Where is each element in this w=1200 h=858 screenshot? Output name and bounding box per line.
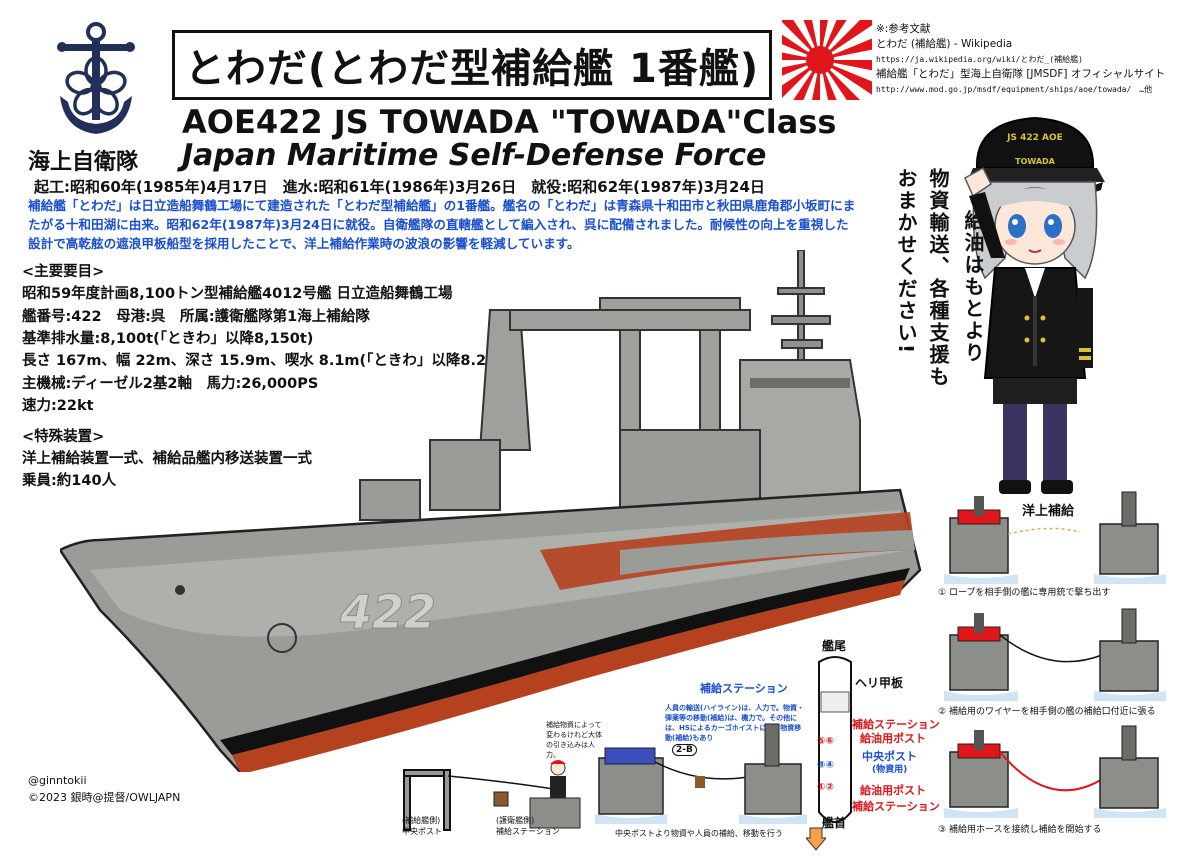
supply-note: 補給物資によって変わるけれど大体の引き込みは人力。	[546, 721, 602, 759]
flag-ray	[820, 20, 828, 60]
deck-layout-diagram	[818, 656, 852, 823]
rising-sun-flag-icon	[782, 20, 872, 100]
force-name-english: Japan Maritime Self-Defense Force	[182, 138, 767, 173]
special-line: 洋上補給装置一式、補給品艦内移送装置一式	[22, 451, 312, 467]
fuel-post-bottom-label: 給油用ポスト	[860, 784, 926, 797]
flag-ray	[820, 20, 872, 60]
references: ※:参考文献 とわだ (補給艦) - Wikipedia https://ja.…	[876, 22, 1165, 97]
ship-illustration: 422	[60, 250, 922, 772]
down-arrow-icon	[806, 827, 826, 851]
copyright: ©2023 銀時@提督/OWLJAPN	[28, 791, 181, 804]
side-by-side-replenishment-diagram	[595, 723, 807, 824]
replenishment-step-3-label: ③ 補給用ホースを接続し補給を開始する	[938, 825, 1102, 835]
supply-station-blue-label: 補給ステーション	[700, 682, 788, 695]
cap-ship-name: TOWADA	[1015, 157, 1056, 166]
spec-line: 長さ 167m、幅 22m、深さ 15.9m、喫水 8.1m(「ときわ」以降8.…	[22, 353, 508, 369]
speech-column-3: 給油はもとより	[961, 210, 985, 364]
replenishment-step-3-diagram	[944, 725, 1166, 818]
central-post-label: 中央ポスト	[862, 750, 917, 763]
credits: @ginntokii ©2023 銀時@提督/OWLJAPN	[28, 772, 180, 806]
officer-character-illustration: JS 422 AOE TOWADA	[964, 116, 1105, 494]
reference-2: 補給艦「とわだ」型海上自衛隊 [JMSDF] オフィシャルサイト	[876, 68, 1166, 80]
transfer-rig-diagram	[403, 760, 581, 831]
reference-1: とわだ (補給艦) - Wikipedia	[876, 38, 1013, 50]
replenishment-step-2-label: ② 補給用のワイヤーを相手側の艦の補給口付近に張る	[938, 707, 1156, 717]
reference-1-url[interactable]: https://ja.wikipedia.org/wiki/とわだ_(補給艦)	[876, 55, 1083, 64]
title-box: とわだ(とわだ型補給艦 1番艦)	[172, 30, 772, 100]
flag-ray	[820, 60, 860, 100]
station-numbers-56: ⑤⑥	[817, 736, 834, 747]
replenishment-step-2-diagram	[944, 608, 1166, 701]
special-line: 乗員:約140人	[22, 473, 117, 489]
central-post-diagram-label: (補給艦側) 中央ポスト	[402, 816, 442, 836]
jmsdf-anchor-emblem-icon	[57, 22, 135, 134]
page-title: とわだ(とわだ型補給艦 1番艦)	[184, 46, 760, 92]
replenishment-step-1-label: ① ロープを相手側の艦に専用銃で撃ち出す	[938, 588, 1111, 598]
bottom-diagram-caption: 中央ポストより物資や人員の補給、移動を行う	[615, 829, 783, 838]
spec-line: 基準排水量:8,100t(「ときわ」以降8,150t)	[22, 331, 314, 347]
station-numbers-34: ③④	[817, 760, 834, 771]
spec-line: 主機械:ディーゼル2基2軸 馬力:26,000PS	[22, 376, 319, 392]
force-name-japanese: 海上自衛隊	[28, 150, 139, 175]
supply-station-top-label: 補給ステーション	[852, 718, 940, 731]
reference-2-url[interactable]: http://www.mod.go.jp/msdf/equipment/ship…	[876, 85, 1153, 94]
fuel-post-top-label: 給油用ポスト	[860, 732, 926, 745]
cap-hull-text: JS 422 AOE	[1006, 133, 1063, 143]
speech-column-1: 物資輸送、各種支援も	[926, 168, 950, 388]
specs-heading: <主要要目>	[22, 264, 105, 280]
central-post-sub-label: (物資用)	[872, 765, 908, 775]
hull-number: 422	[339, 585, 436, 639]
supply-station-bottom-label: 補給ステーション	[852, 800, 940, 813]
ship-description: 補給艦「とわだ」は日立造船舞鶴工場にて建造された「とわだ型補給艦」の1番艦。艦名…	[28, 198, 856, 251]
hull-class-heading: AOE422 JS TOWADA "TOWADA"Class	[182, 103, 837, 141]
references-heading: ※:参考文献	[876, 23, 931, 35]
replenishment-step-1-diagram	[944, 491, 1166, 584]
special-heading: <特殊装置>	[22, 429, 105, 445]
ship-dates: 起工:昭和60年(1985年)4月17日 進水:昭和61年(1986年)3月26…	[34, 178, 765, 196]
author-handle: @ginntokii	[28, 774, 87, 787]
spec-line: 速力:22kt	[22, 398, 94, 414]
flag-ray	[812, 60, 820, 100]
diagram-label-2b: 2-B	[672, 744, 697, 756]
supply-station-diagram-label: (護衛艦側) 補給ステーション	[496, 816, 560, 836]
spec-line: 昭和59年度計画8,100トン型補給艦4012号艦 日立造船舞鶴工場	[22, 286, 453, 302]
heli-deck-label: ヘリ甲板	[855, 676, 904, 690]
bow-label: 艦首	[822, 816, 847, 830]
stern-label: 艦尾	[822, 639, 847, 653]
speech-column-2: おまかせください!	[894, 168, 918, 356]
personnel-transfer-note: 人員の輸送(ハイライン)は、人力で。物資・弾薬等の移動(補給)は、機力で。その他…	[665, 704, 804, 742]
replenishment-title: 洋上補給	[1022, 504, 1075, 519]
station-numbers-12: ①②	[817, 782, 834, 793]
spec-line: 艦番号:422 母港:呉 所属:護衛艦隊第1海上補給隊	[22, 309, 370, 325]
